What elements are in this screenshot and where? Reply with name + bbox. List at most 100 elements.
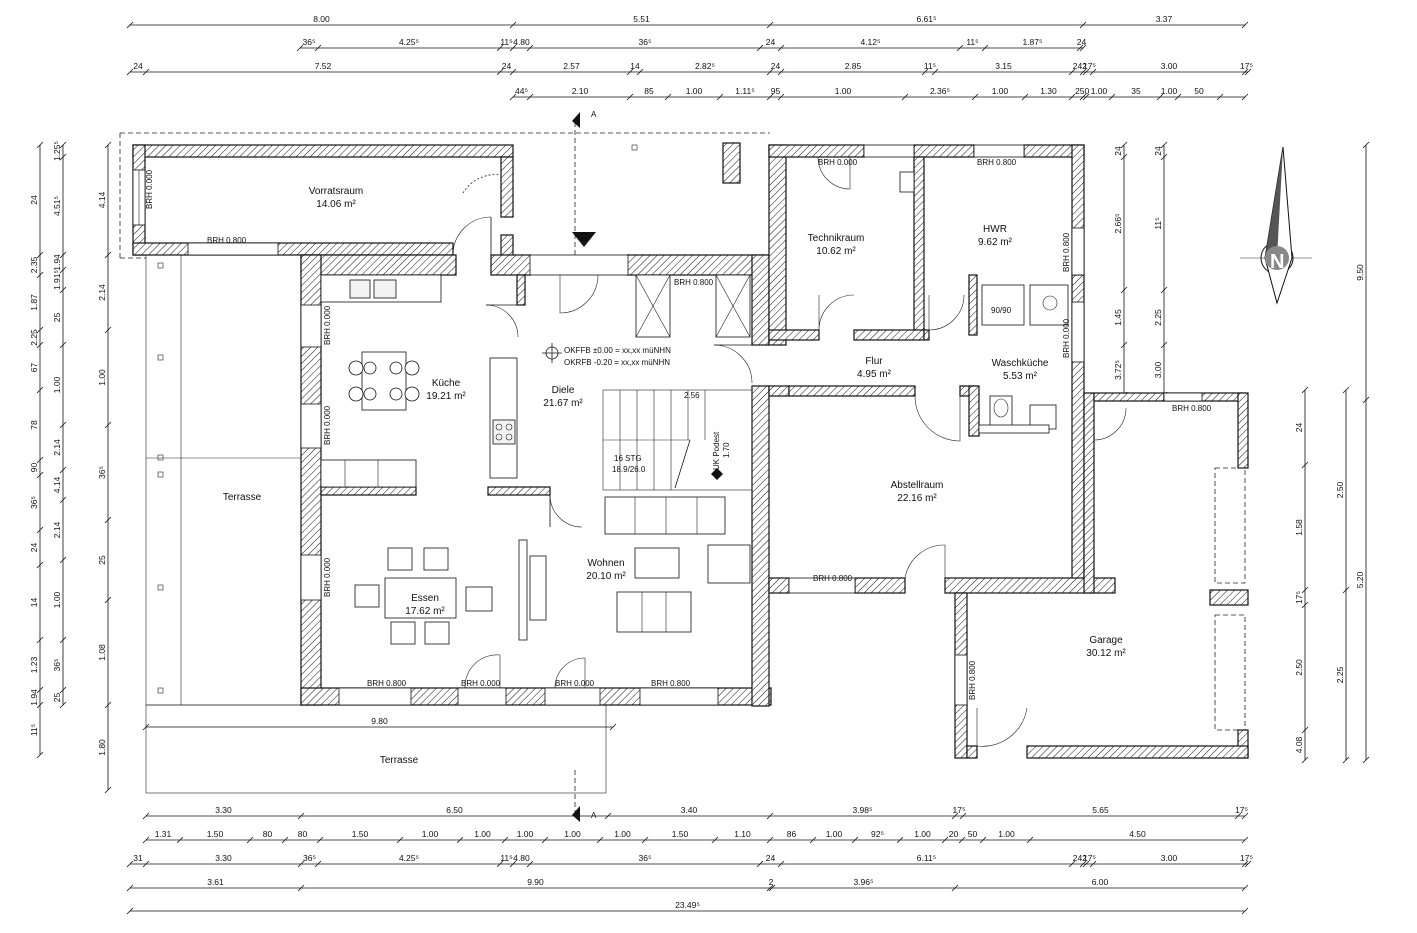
dimension-label: 78 [29,420,39,430]
dimension-tick [36,471,44,479]
dimension-tick [766,812,774,820]
dimension-label: 24 [1153,146,1163,156]
dimension-tick [766,21,774,29]
dimension-label: 2.25 [1153,309,1163,326]
dimension-label: 1.00 [1091,86,1108,96]
room-area-diele: 21.67 m² [543,398,583,409]
dimension-label: 1.08 [97,644,107,661]
dimension-tick [626,93,634,101]
dimension-label: 24 [1073,853,1083,863]
dimension-tick [59,421,67,429]
section-marker-top: A [591,110,597,119]
dimension-label: 6.00 [1092,877,1109,887]
north-label: N [1270,251,1284,273]
dimension-label: 4.50 [1129,829,1146,839]
dimension-tick [36,561,44,569]
annotations: OKFFB ±0.00 = xx,xx müNHN OKRFB -0.20 = … [564,110,1284,820]
dimension-label: 4.25⁵ [399,37,419,47]
room-name-diele: Diele [552,385,575,396]
dimension-label: 1.00 [1161,86,1178,96]
dimension-label: 1.00 [998,829,1015,839]
dimension-label: 24 [766,853,776,863]
dimension-tick [1216,93,1224,101]
dimension-tick [281,836,289,844]
brh-label: BRH 0.800 [674,278,714,287]
dimension-tick [314,860,322,868]
dimension-tick [126,884,134,892]
dimension-tick [36,341,44,349]
dimension-tick [768,884,776,892]
dimension-tick [541,836,549,844]
dimension-tick [1082,860,1090,868]
dimension-tick [1241,836,1249,844]
stair-ratio-label: 18.9/26.0 [612,465,646,474]
dimension-label: 2 [769,877,774,887]
dimension-tick [36,686,44,694]
dimension-tick [1076,44,1084,52]
dimension-tick [1362,756,1370,764]
dimension-tick [777,44,785,52]
dimension-label: 17⁵ [1083,853,1096,863]
room-area-vorratsraum: 14.06 m² [316,199,356,210]
room-area-wohnen: 20.10 m² [586,571,626,582]
dimension-tick [59,141,67,149]
room-area-hwr: 9.62 m² [978,237,1013,248]
dimension-label: 14 [29,598,39,608]
north-arrow [1240,146,1312,305]
room-area-flur: 4.95 m² [857,369,892,380]
dimension-label: 1.00 [826,829,843,839]
dimension-tick [1120,153,1128,161]
dimension-label: 6.61⁵ [916,14,936,24]
dimension-label: 9.90 [527,877,544,887]
stair-landing-height: 1.70 [722,442,731,458]
dimension-label: 8.00 [313,14,330,24]
dimension-label: 85 [644,86,654,96]
dimension-label: 2.14 [97,284,107,301]
dimension-label: 5.65 [1092,805,1109,815]
dimension-tick [958,836,966,844]
dimension-label: 3.00 [1153,361,1163,378]
brh-label: BRH 0.800 [367,679,407,688]
dimension-tick [1301,386,1309,394]
dimension-label: 1.30 [1040,86,1057,96]
dimension-tick [509,44,517,52]
dimension-label: 1.91⁵ [52,270,62,290]
dimension-label: 2.14 [52,439,62,456]
brh-label: BRH 0.000 [323,305,332,345]
dimension-tick [59,153,67,161]
stair-steps-label: 16 STG [614,454,642,463]
dimension-tick [1241,884,1249,892]
dimension-tick [1362,396,1370,404]
dimension-label: 3.61 [207,877,224,887]
dimension-label: 36⁵ [303,853,316,863]
level-marker [542,343,723,480]
dimension-tick [1068,860,1076,868]
dimension-tick [1079,44,1087,52]
dimension-tick [104,141,112,149]
dimension-label: 3.00 [1161,853,1178,863]
bathroom-fixtures [899,171,1069,434]
dimension-label: 20 [949,829,959,839]
dimension-label: 2.10 [572,86,589,96]
dimension-label: 2.25 [29,329,39,346]
dimension-label: 24 [29,195,39,205]
dimension-tick [36,271,44,279]
dimension-label: 1.00 [474,829,491,839]
dimension-label: 4.14 [97,191,107,208]
dimension-tick [297,812,305,820]
dimension-tick [104,701,112,709]
dimension-label: 2.14 [52,521,62,538]
dimension-tick [314,44,322,52]
doors [452,156,1127,747]
dimension-tick [716,93,724,101]
dimension-tick [1160,153,1168,161]
dining-set [354,547,493,645]
dimension-label: 11⁵ [29,724,39,736]
stair-landing-label: UK Podest [712,431,721,470]
stair-width-label: 2.56 [684,391,700,400]
brh-label: BRH 0.000 [145,169,154,209]
dimension-label: 36⁵ [29,496,39,509]
dimension-label: 36⁵ [52,659,62,672]
brh-label: BRH 0.800 [977,158,1017,167]
